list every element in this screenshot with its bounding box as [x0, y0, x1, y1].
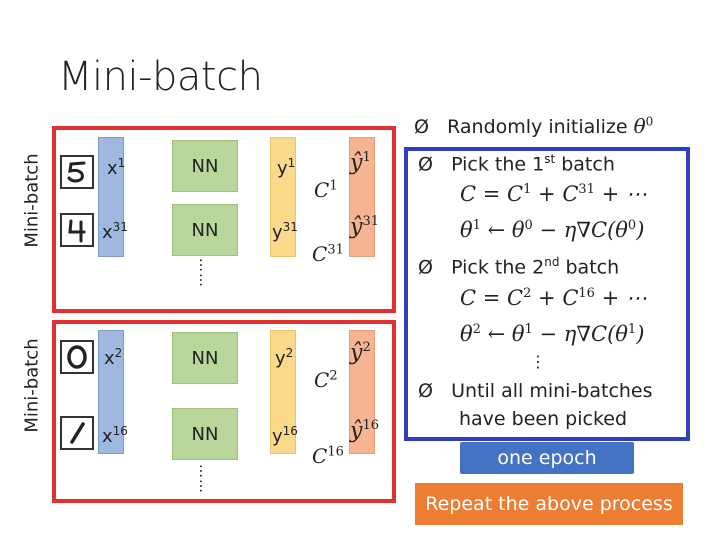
- equation-cost-2: C = C2 + C16 + ⋯: [460, 286, 647, 310]
- ellipsis-batch-2: ……: [196, 464, 212, 494]
- y-label-31: y31: [272, 220, 298, 243]
- side-label-bottom: Mini-batch: [21, 338, 43, 433]
- bullet-arrow-icon: Ø: [418, 380, 433, 402]
- yhat-label-16: ŷ16: [350, 418, 379, 444]
- bullet-arrow-icon: Ø: [418, 256, 433, 279]
- step-pick-1: Ø Pick the 1st batch: [418, 152, 615, 176]
- step-until-line2: have been picked: [459, 408, 628, 430]
- y-column-1: [270, 137, 296, 257]
- y-label-16: y16: [272, 424, 298, 447]
- yhat-label-2: ŷ2: [350, 340, 371, 366]
- cost-label-31: C31: [312, 242, 344, 266]
- step-init: Ø Randomly initialize θ0: [414, 114, 654, 138]
- yhat-column-1: [349, 137, 375, 257]
- epoch-steps-box: [404, 147, 690, 441]
- minibatch-box-2: [52, 320, 396, 503]
- equation-update-1: θ1 ← θ0 − η∇C(θ0): [460, 218, 645, 242]
- cost-label-16: C16: [312, 444, 344, 468]
- step-pick-2: Ø Pick the 2nd batch: [418, 255, 620, 279]
- digit-image-0: [60, 340, 94, 374]
- x-label-16: x16: [102, 424, 128, 447]
- minibatch-box-1: [52, 126, 396, 313]
- one-epoch-label: one epoch: [460, 442, 634, 474]
- side-label-top: Mini-batch: [21, 153, 43, 248]
- x-label-2: x2: [104, 346, 123, 369]
- yhat-label-1: ŷ1: [350, 150, 371, 176]
- nn-box-1: NN: [172, 140, 238, 192]
- vertical-ellipsis: ⋮: [530, 352, 546, 371]
- digit-image-1: [60, 416, 94, 450]
- x-column-1: [98, 137, 124, 257]
- x-label-31: x31: [102, 220, 128, 243]
- digit-image-4: [60, 213, 94, 247]
- y-column-2: [270, 330, 296, 454]
- digit-image-5: [60, 155, 94, 189]
- cost-label-1: C1: [314, 178, 338, 202]
- x-column-2: [98, 330, 124, 454]
- nn-box-31: NN: [172, 204, 238, 256]
- x-label-1: x1: [107, 156, 126, 179]
- y-label-2: y2: [275, 346, 294, 369]
- cost-label-2: C2: [314, 368, 338, 392]
- page-title: Mini-batch: [58, 54, 263, 100]
- repeat-process-label: Repeat the above process: [415, 483, 683, 525]
- y-label-1: y1: [277, 156, 296, 179]
- nn-box-16: NN: [172, 408, 238, 460]
- equation-update-2: θ2 ← θ1 − η∇C(θ1): [460, 322, 645, 346]
- equation-cost-1: C = C1 + C31 + ⋯: [460, 182, 647, 206]
- ellipsis-batch-1: ……: [196, 258, 212, 288]
- bullet-arrow-icon: Ø: [414, 116, 429, 138]
- step-until: Ø Until all mini-batches: [418, 380, 653, 402]
- nn-box-2: NN: [172, 332, 238, 384]
- yhat-column-2: [349, 330, 375, 454]
- yhat-label-31: ŷ31: [350, 214, 379, 240]
- bullet-arrow-icon: Ø: [418, 153, 433, 176]
